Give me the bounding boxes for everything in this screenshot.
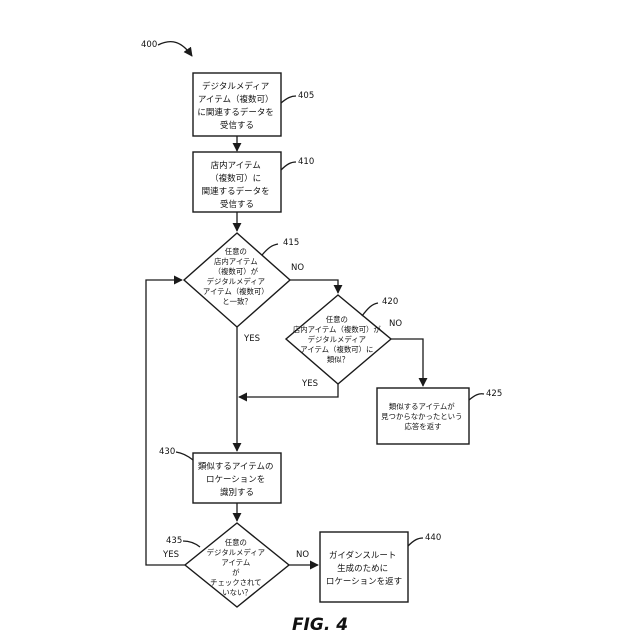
decision-415-line: 店内アイテム <box>214 257 258 266</box>
decision-435-line: いない？ <box>222 588 252 597</box>
edge-420-yes-join <box>239 384 338 397</box>
ref-415-leader <box>262 244 278 255</box>
step-440-line: ロケーションを返す <box>326 576 402 587</box>
step-440-line: 生成のために <box>337 563 388 574</box>
ref-435-leader <box>183 541 200 547</box>
step-425-return-no-similar: 類似するアイテムが 見つからなかったという 応答を返す <box>377 388 469 444</box>
ref-430-leader <box>176 452 193 460</box>
figure-ref-arrow <box>158 42 192 56</box>
step-425-line: 応答を返す <box>405 422 442 431</box>
step-410-line: 関連するデータを <box>202 186 270 197</box>
step-405-line: デジタルメディア <box>202 81 269 92</box>
step-405-receive-digital-media-data: デジタルメディア アイテム（複数可） に関連するデータを 受信する <box>193 73 281 136</box>
step-410-receive-store-item-data: 店内アイテム （複数可）に 関連するデータを 受信する <box>193 152 281 212</box>
decision-435-line: が <box>232 568 240 577</box>
decision-420-line: デジタルメディア <box>308 335 366 344</box>
ref-405: 405 <box>298 91 314 101</box>
decision-415-line: と一致？ <box>222 297 252 306</box>
ref-410: 410 <box>298 157 314 167</box>
step-410-line: （複数可）に <box>210 173 261 184</box>
ref-405-leader <box>281 96 296 103</box>
decision-435-line: アイテム <box>221 558 250 567</box>
decision-435-line: チェックされて <box>210 578 262 587</box>
step-430-line: 識別する <box>220 487 254 498</box>
decision-435-line: デジタルメディア <box>207 548 265 557</box>
step-410-line: 店内アイテム <box>211 160 261 171</box>
decision-420-line: 類似？ <box>327 355 349 364</box>
decision-415-line: 任意の <box>225 247 247 256</box>
ref-435: 435 <box>166 536 182 546</box>
step-440-line: ガイダンスルート <box>329 550 397 561</box>
edge-435-no-label: NO <box>296 550 309 560</box>
edge-435-yes-label: YES <box>162 550 179 560</box>
step-405-line: に関連するデータを <box>197 107 274 118</box>
edge-435-yes-loop-415 <box>146 280 185 565</box>
edge-420-yes-label: YES <box>301 379 318 389</box>
ref-420: 420 <box>382 297 398 307</box>
decision-435-unchecked-items: 任意の デジタルメディア アイテム が チェックされて いない？ <box>185 523 289 607</box>
step-425-line: 見つからなかったという <box>381 412 462 421</box>
decision-415-line: （複数可）が <box>214 267 259 276</box>
edge-420-no-425 <box>391 339 423 386</box>
decision-420-line: 店内アイテム（複数可）が <box>293 325 382 334</box>
step-440-return-location: ガイダンスルート 生成のために ロケーションを返す <box>320 532 408 602</box>
decision-415-line: デジタルメディア <box>207 277 265 286</box>
svg-text:ガイダンスルート 生成のために ロケ: ガイダンスルート 生成のために ロケーションを返す <box>326 550 402 587</box>
ref-410-leader <box>281 162 296 170</box>
step-430-identify-location: 類似するアイテムの ロケーションを 識別する <box>193 453 281 503</box>
figure-ref-400: 400 <box>141 40 157 50</box>
decision-415-store-item-matches: 任意の 店内アイテム （複数可）が デジタルメディア アイテム（複数可） と一致… <box>184 233 290 327</box>
edge-415-yes-label: YES <box>243 334 260 344</box>
ref-425: 425 <box>486 389 502 399</box>
ref-415: 415 <box>283 238 299 248</box>
ref-430: 430 <box>159 447 175 457</box>
ref-425-leader <box>469 394 484 400</box>
ref-440: 440 <box>425 533 441 543</box>
step-405-line: アイテム（複数可） <box>198 94 274 105</box>
decision-415-line: アイテム（複数可） <box>203 287 269 296</box>
decision-420-store-item-similar: 任意の 店内アイテム（複数可）が デジタルメディア アイテム（複数可）に 類似？ <box>286 295 391 384</box>
ref-420-leader <box>362 303 378 316</box>
edge-420-no-label: NO <box>389 319 402 329</box>
decision-420-line: 任意の <box>326 315 348 324</box>
ref-440-leader <box>408 538 423 546</box>
decision-420-line: アイテム（複数可）に <box>300 345 373 354</box>
figure-label: FIG. 4 <box>292 615 348 635</box>
decision-435-line: 任意の <box>225 538 247 547</box>
edge-415-no-label: NO <box>291 263 304 273</box>
step-405-line: 受信する <box>220 120 254 131</box>
step-430-line: ロケーションを <box>206 475 265 485</box>
step-410-line: 受信する <box>220 199 254 210</box>
step-430-line: 類似するアイテムの <box>198 461 274 472</box>
edge-415-no-420 <box>290 280 338 293</box>
step-425-line: 類似するアイテムが <box>389 402 455 411</box>
